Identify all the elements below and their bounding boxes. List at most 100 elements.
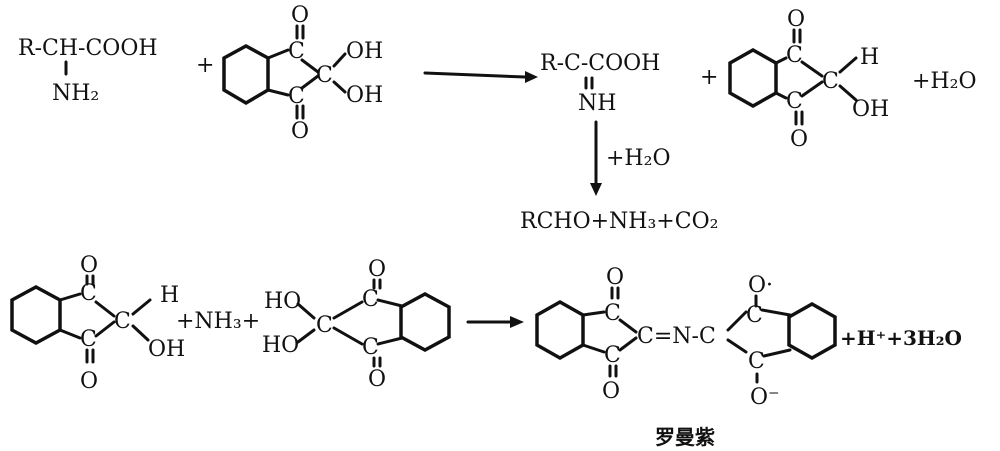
product-name-label: 罗曼紫 <box>655 425 715 449</box>
bond-line <box>581 343 606 354</box>
atom-label: C <box>604 343 621 368</box>
atom-label: O <box>291 3 309 28</box>
amino-group: NH₂ <box>52 81 99 106</box>
plus-sign: + <box>196 53 214 78</box>
bond-line <box>94 320 116 338</box>
reagent-water: +H₂O <box>606 146 670 171</box>
benzene-ring <box>399 292 451 352</box>
atom-label: H <box>860 45 879 70</box>
bond-line <box>300 58 320 74</box>
bond-line <box>332 80 347 94</box>
bond-line <box>300 74 320 90</box>
bond-line <box>94 300 116 318</box>
atom-label: O <box>790 127 808 152</box>
bond-line <box>618 318 638 334</box>
atom-label: C <box>362 335 379 360</box>
atom-label: C <box>80 281 97 306</box>
atom-label: C <box>786 43 803 68</box>
bond-line <box>296 328 316 344</box>
amino-acid-formula: R-CH-COOH <box>18 36 158 61</box>
bond-line <box>266 48 290 60</box>
bond-line <box>376 336 404 346</box>
atom-label: O⁻ <box>750 385 780 410</box>
imino-acid: R-C-COOH NH <box>540 51 660 116</box>
bond-line <box>774 56 788 65</box>
atom-label: C <box>80 327 97 352</box>
atom-label: C <box>604 301 621 326</box>
byproducts: +H⁺+3H₂O <box>840 326 962 350</box>
bond-line <box>760 308 792 317</box>
bond-line <box>762 348 792 358</box>
atom-label: OH <box>148 337 185 362</box>
benzene-ring <box>222 44 270 106</box>
bond-line <box>131 298 152 316</box>
arrowhead <box>525 71 538 83</box>
atom-label: C <box>362 287 379 312</box>
bond-line <box>800 60 824 78</box>
atom-label: NH <box>578 91 616 116</box>
water-product: +H₂O <box>912 69 976 94</box>
imino-acid-formula: R-C-COOH <box>540 51 660 76</box>
atom-label: HO <box>262 333 299 358</box>
hydrindantin: C C O O C H OH <box>728 7 889 152</box>
atom-label: C <box>288 39 305 64</box>
imine-linkage: C=N-C <box>637 324 716 349</box>
atom-label: H <box>160 283 179 308</box>
atom-label: C <box>316 63 333 88</box>
decomposition-products: RCHO+NH₃+CO₂ <box>520 209 718 234</box>
bond-line <box>58 292 82 302</box>
bond-line <box>332 52 347 68</box>
bond-line <box>774 91 788 100</box>
atom-label: C <box>288 84 305 109</box>
reaction-arrow-1 <box>423 71 527 79</box>
ninhydrin: C C O O C OH OH <box>222 3 383 144</box>
bond-line <box>58 328 82 340</box>
benzene-ring <box>787 301 837 361</box>
benzene-ring <box>10 285 62 345</box>
ninhydrin-2: HO HO C C C O O <box>262 257 451 392</box>
bond-line <box>838 84 858 102</box>
benzene-ring <box>728 47 778 109</box>
bond-line <box>581 310 606 317</box>
atom-label: OH <box>852 97 889 122</box>
hydrindantin-2: C C O O C H OH <box>10 253 185 394</box>
atom-label: C <box>748 349 765 374</box>
bond-line <box>800 80 824 98</box>
atom-label: OH <box>346 83 383 108</box>
atom-label: O· <box>748 273 773 298</box>
bond-line <box>296 302 316 320</box>
atom-label: O <box>80 253 98 278</box>
atom-label: OH <box>346 39 383 64</box>
bond-line <box>726 338 748 354</box>
atom-label: C <box>746 303 763 328</box>
bond-line <box>618 336 638 352</box>
atom-label: C <box>786 89 803 114</box>
bond-line <box>376 298 404 308</box>
arrowhead <box>510 316 524 328</box>
bond-line <box>332 300 364 320</box>
atom-label: O <box>787 7 805 32</box>
amino-acid: R-CH-COOH NH₂ <box>18 36 158 106</box>
ammonia-reagent: +NH₃+ <box>176 309 260 334</box>
atom-label: HO <box>264 289 301 314</box>
atom-label: O <box>368 257 386 282</box>
atom-label: O <box>602 379 620 404</box>
bond-line <box>332 326 364 346</box>
benzene-ring <box>535 299 585 361</box>
arrowhead <box>590 183 602 196</box>
atom-label: O <box>80 369 98 394</box>
bond-line <box>131 324 150 342</box>
ruhemanns-purple: C C O O C=N-C C C O· O⁻ <box>535 265 837 410</box>
bond-line <box>266 88 290 97</box>
plus-sign: + <box>700 65 718 90</box>
bond-line <box>726 310 748 332</box>
atom-label: C <box>316 313 333 338</box>
atom-label: C <box>114 309 131 334</box>
atom-label: O <box>606 265 624 290</box>
atom-label: C <box>822 69 839 94</box>
atom-label: O <box>291 119 309 144</box>
bond-line <box>838 56 858 74</box>
atom-label: O <box>368 367 386 392</box>
